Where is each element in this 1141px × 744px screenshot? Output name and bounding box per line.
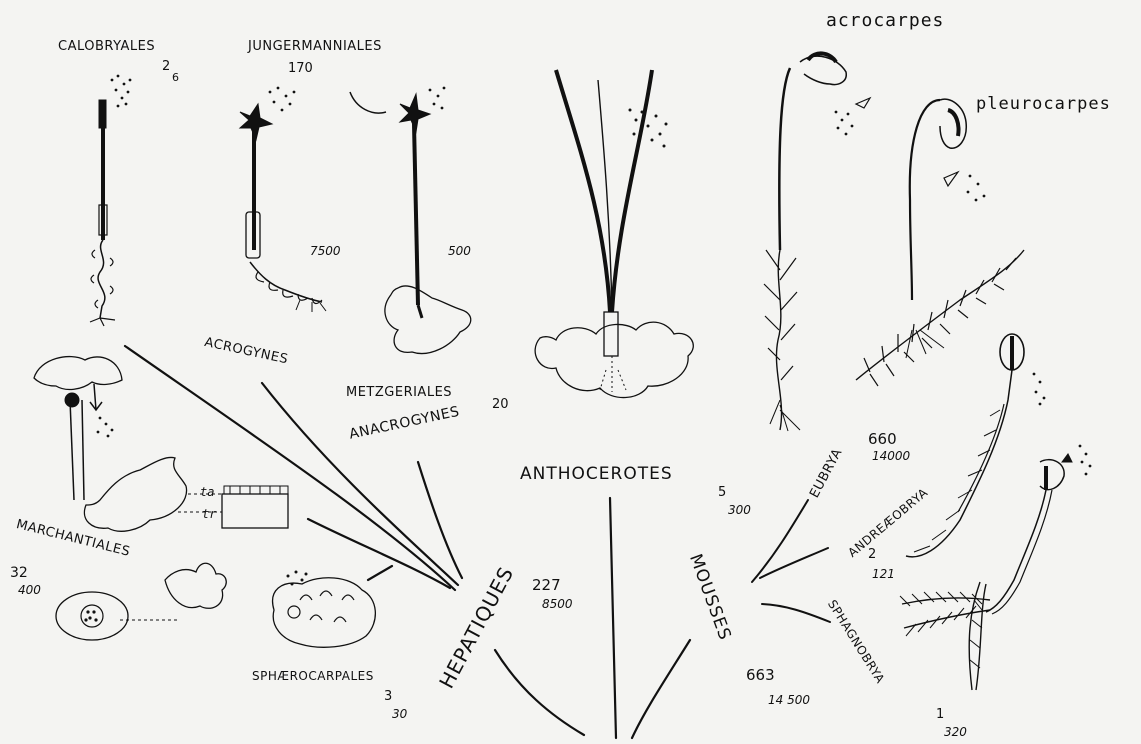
mousses-species: 14 500 [768, 694, 810, 706]
pleurocarpes-label: pleurocarpes [976, 96, 1111, 113]
acrocarpes-moss-illustration [764, 53, 870, 431]
anthocerotes-label: ANTHOCEROTES [520, 466, 673, 483]
branch-sphaerocarpales [368, 566, 392, 580]
sphaerocarpales-species: 30 [392, 708, 407, 720]
sphaerocarpales-illustration [273, 571, 376, 648]
acrocarpes-label: acrocarpes [826, 12, 944, 30]
marchantiales-species: 400 [18, 584, 41, 596]
jungermanniales-illustration [240, 87, 326, 312]
metzgeriales-illustration [350, 87, 471, 354]
eubrya-genera: 660 [868, 432, 897, 447]
andreaeobrya-species: 121 [872, 568, 895, 580]
metzgeriales-species: 500 [448, 245, 471, 257]
andreaeobrya-moss-illustration [906, 334, 1045, 557]
calobryales-genera: 2 [162, 60, 170, 73]
calobryales-label: CALOBRYALES [58, 40, 155, 53]
sphaerocarpales-genera: 3 [384, 690, 392, 703]
jungermanniales-species: 7500 [310, 245, 341, 257]
sphagnobrya-species: 320 [944, 726, 967, 738]
anthocerotes-genera: 5 [718, 486, 726, 499]
sphagnobrya-moss-illustration [900, 445, 1091, 690]
branch-andreaeobrya [760, 548, 828, 578]
metzgeriales-label: METZGERIALES [346, 386, 452, 399]
marchantiales-genera: 32 [10, 566, 28, 580]
metzgeriales-genera: 20 [492, 398, 509, 411]
marchantiales-illustration [34, 357, 288, 640]
mousses-genera: 663 [746, 668, 775, 683]
branch-anthocerotes [610, 498, 616, 738]
tree-branches [125, 346, 830, 738]
eubrya-species: 14000 [872, 450, 910, 462]
anthocerotes-illustration [535, 70, 693, 398]
pleurocarpes-moss-illustration [856, 99, 1024, 386]
jungermanniales-genera: 170 [288, 62, 313, 75]
sphagnobrya-genera: 1 [936, 708, 944, 721]
andreaeobrya-genera: 2 [868, 548, 876, 561]
jungermanniales-label: JUNGERMANNIALES [248, 40, 382, 53]
sphaerocarpales-label: SPHÆROCARPALES [252, 670, 374, 682]
tr-label: tr [202, 508, 216, 520]
branch-mousses-base [632, 640, 690, 738]
anthocerotes-species: 300 [728, 504, 751, 516]
branch-hepatiques-base [495, 650, 584, 735]
branch-sphagnobrya [762, 604, 830, 622]
ta-label: ta [200, 486, 214, 498]
calobryales-species: 6 [172, 72, 179, 83]
branch-metzgeriales [418, 462, 462, 578]
calobryales-illustration [90, 75, 131, 326]
hepatiques-genera: 227 [532, 578, 561, 593]
hepatiques-species: 8500 [542, 598, 573, 610]
